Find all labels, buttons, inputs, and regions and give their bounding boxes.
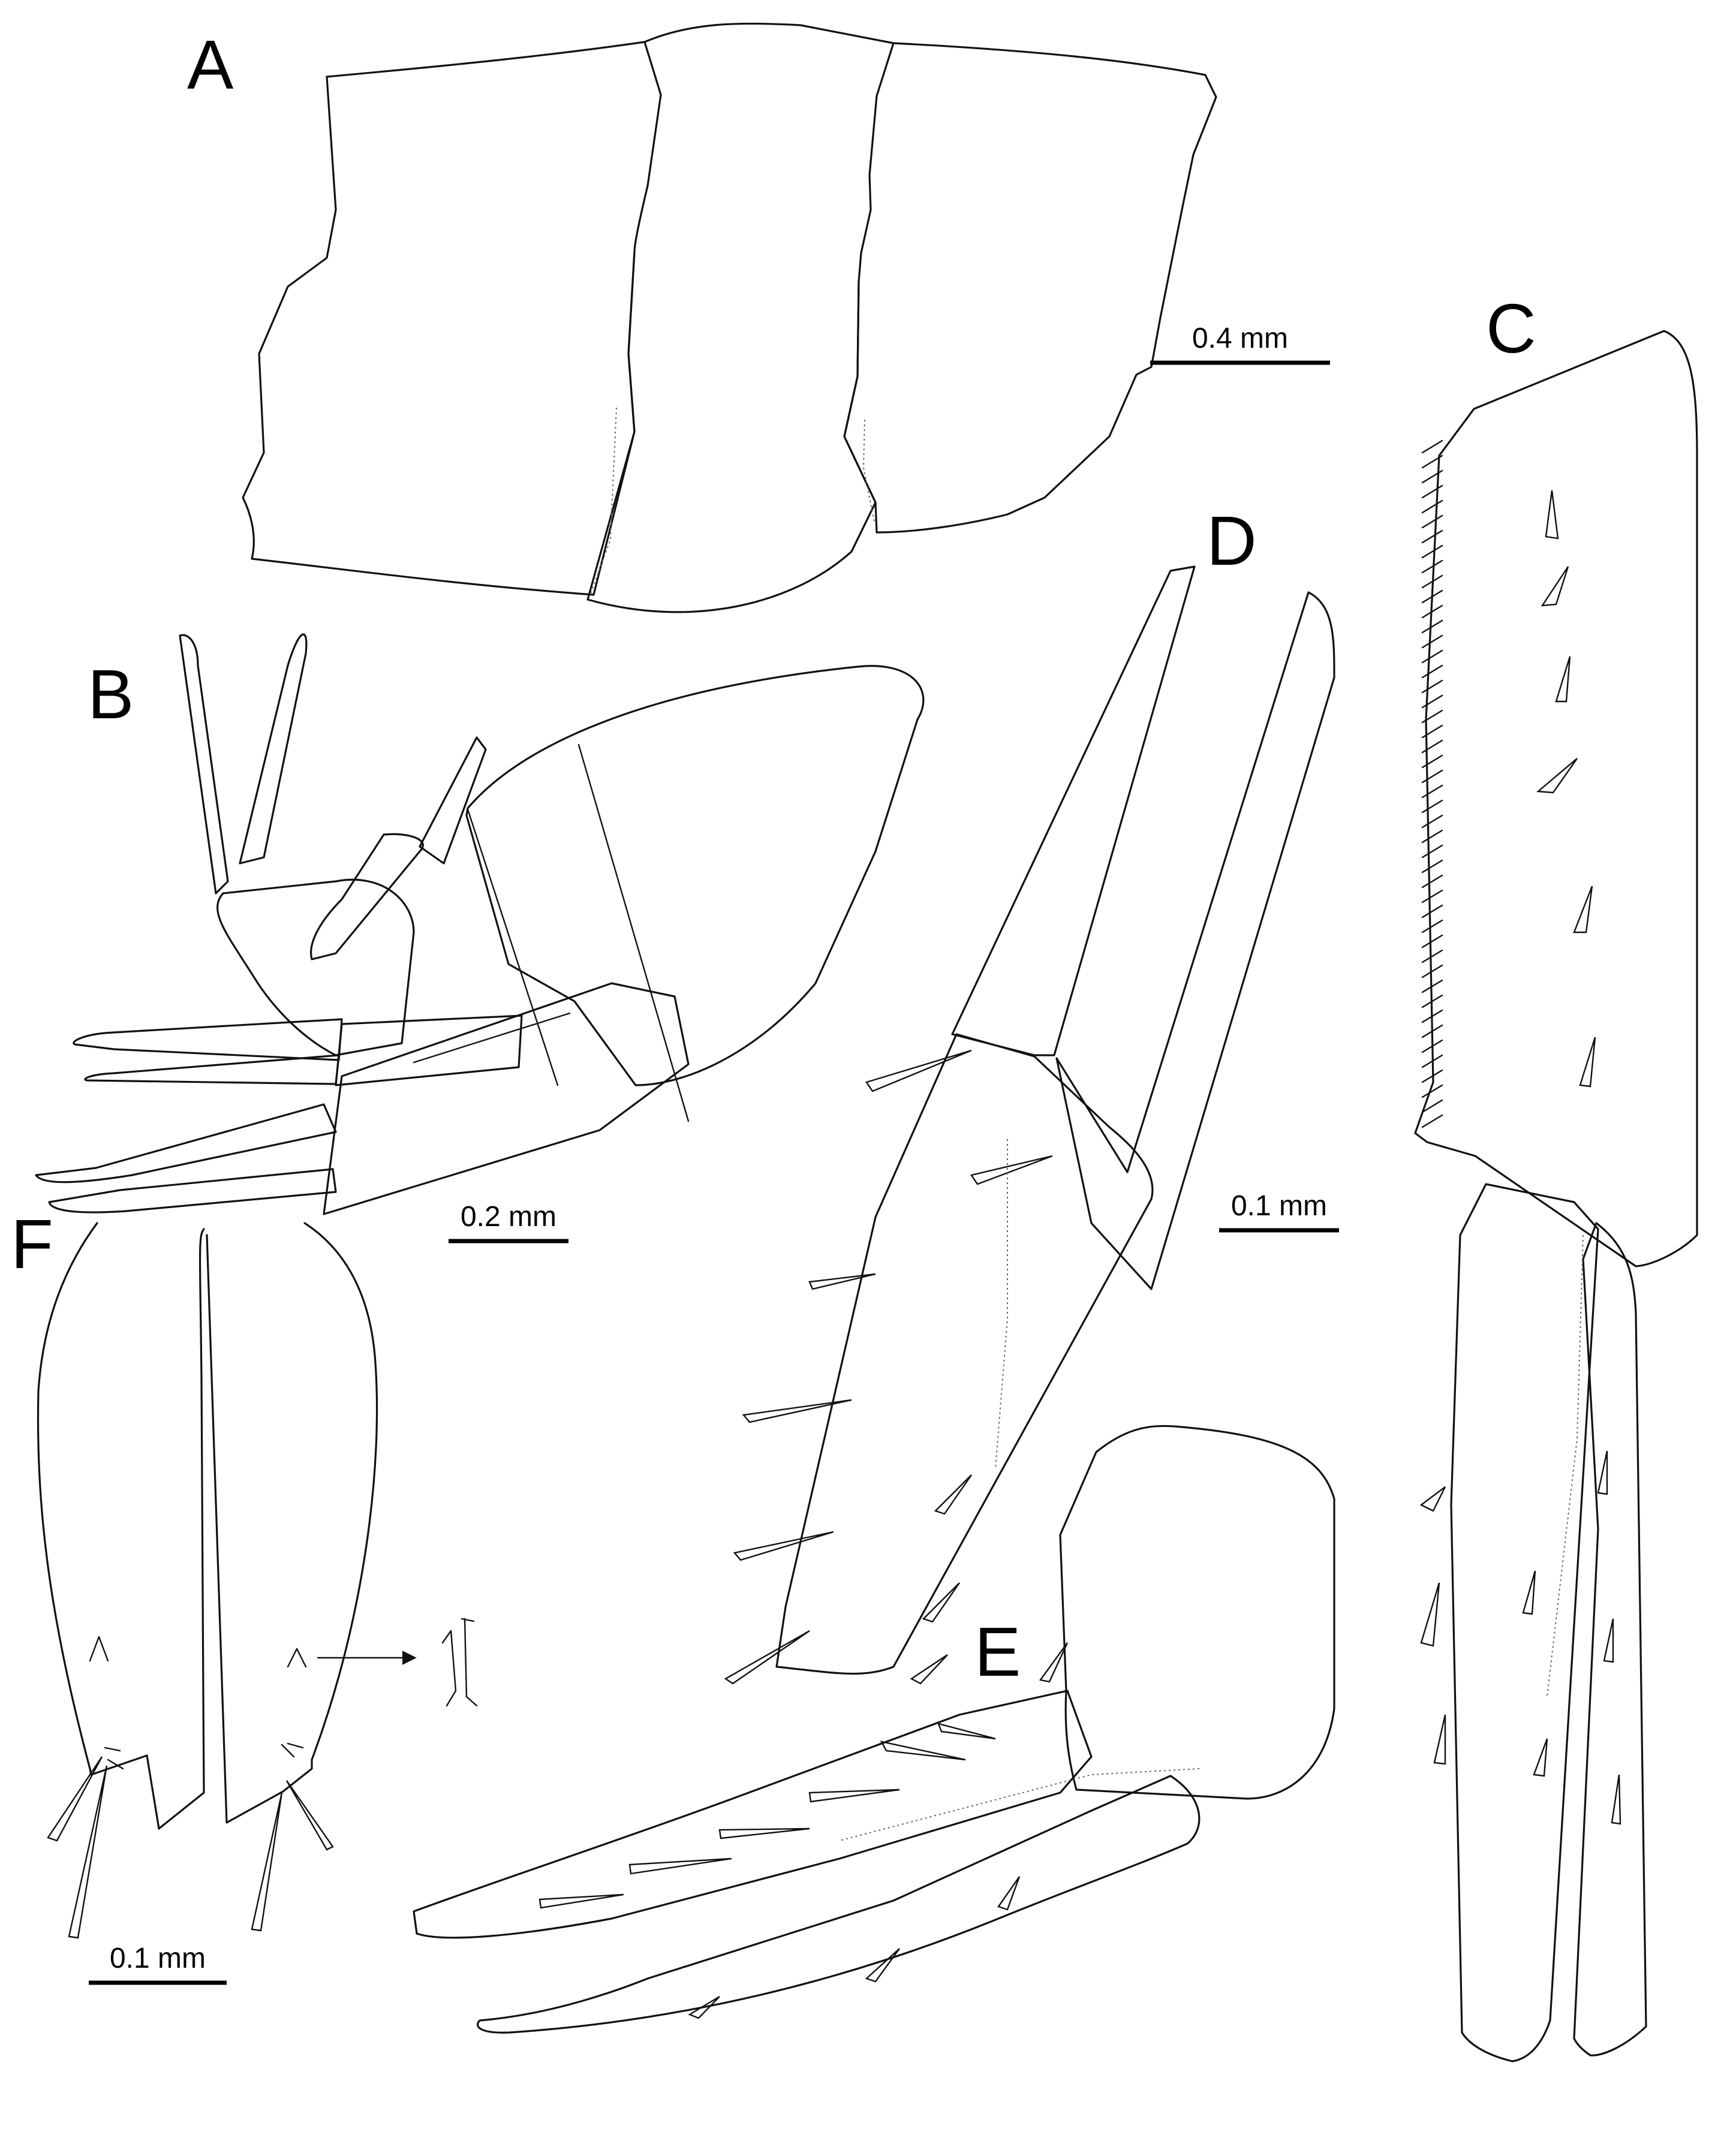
uropod-e-peduncle: [1059, 1425, 1335, 1800]
panel-b-label: B: [88, 655, 134, 733]
enlarged-setae: [441, 1618, 478, 1707]
scale-bar-a-label: 0.4 mm: [1192, 323, 1288, 354]
uropod-c-peduncle: [1414, 330, 1698, 1267]
panel-b-drawing: B 0.2 mm: [35, 633, 925, 1243]
telson-right-lobe: [206, 1222, 378, 1824]
panel-c-drawing: C: [1414, 290, 1698, 2062]
scale-bar-f-label: 0.1 mm: [110, 1943, 206, 1974]
panel-a-label: A: [187, 26, 234, 104]
uropod-1-inner-ramus: [48, 1168, 337, 1213]
panel-e-drawing: E: [413, 1425, 1335, 2034]
epimeral-plate-1: [242, 41, 662, 596]
uropod-c-spines: [1536, 490, 1596, 1088]
uropod-d-spines: [724, 1049, 1053, 1685]
uropod-1-outer-ramus: [35, 1103, 337, 1184]
uropod-3-peduncle: [310, 833, 424, 960]
telson-plumose-setae: [89, 1636, 307, 1770]
uropod-e-spines: [538, 1642, 1069, 2019]
epimeral-plate-2: [586, 22, 895, 613]
telson-apical-spines: [47, 1756, 334, 1939]
panel-d-label: D: [1207, 502, 1257, 580]
uropod-2-outer-ramus: [73, 1018, 343, 1061]
telson-lateral: [216, 878, 415, 1056]
uropod-c-inner-ramus: [1573, 1222, 1647, 2056]
telson-left-lobe: [37, 1222, 205, 1830]
ramus-c-dotted-margin: [1547, 1234, 1584, 1697]
uropod-e-inner-ramus: [476, 1775, 1201, 2034]
rami-c-spines: [1419, 1450, 1621, 1825]
uropod-c-outer-ramus: [1450, 1183, 1599, 2062]
uropod-d-peduncle: [951, 565, 1196, 1056]
urosome-suture-1: [577, 743, 690, 1122]
epimeral-plate-3: [843, 42, 1217, 534]
panel-e-label: E: [974, 1613, 1021, 1691]
panel-f-drawing: F 0.1 mm: [11, 1205, 478, 1985]
plate-1-dotted-margin: [590, 407, 617, 594]
uropod-d-inner-ramus: [1055, 591, 1335, 1290]
panel-d-drawing: D 0.1 mm: [724, 502, 1339, 1685]
uropod-d-dotted-margin: [995, 1139, 1008, 1470]
uropod-3-long-ramus: [179, 634, 229, 895]
uropod-3-ramus: [419, 736, 487, 865]
uropod-1-spine-row: [413, 1012, 571, 1064]
panel-c-label: C: [1486, 290, 1536, 368]
uropod-d-outer-ramus: [775, 1033, 1154, 1675]
urosomite-1: [465, 665, 925, 1086]
panel-a-drawing: A 0.4 mm: [187, 22, 1330, 613]
panel-f-label: F: [11, 1205, 53, 1283]
urosome-suture-2: [467, 808, 559, 1086]
scale-bar-b-label: 0.2 mm: [461, 1201, 556, 1233]
uropod-1-peduncle: [323, 982, 690, 1215]
uropod-3-spine: [239, 633, 308, 865]
plate-2-dotted-margin: [862, 419, 875, 522]
scale-bar-cde-label: 0.1 mm: [1231, 1190, 1327, 1222]
comb-spine-row: [1421, 439, 1443, 1128]
uropod-2-inner-ramus: [84, 1054, 340, 1085]
uropod-e-outer-ramus: [413, 1690, 1093, 1939]
